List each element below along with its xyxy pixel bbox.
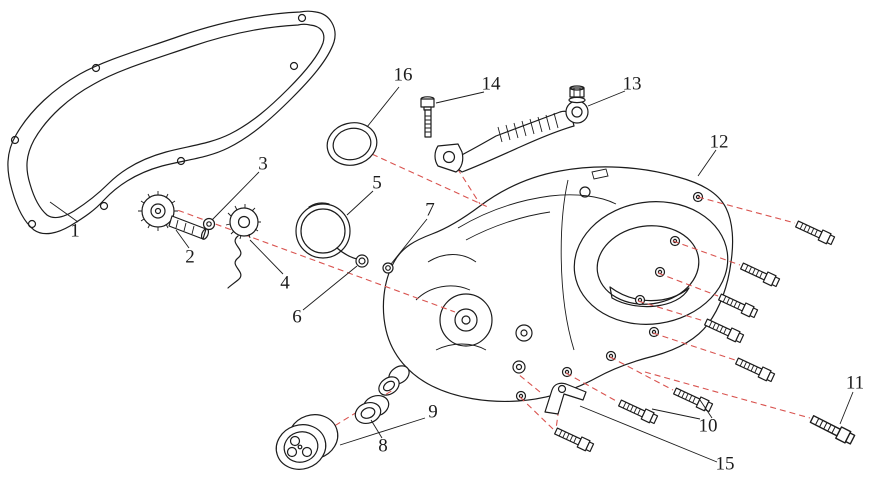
cover-gasket xyxy=(7,10,336,235)
cover-spout xyxy=(378,365,410,396)
callout-leader-lines xyxy=(49,86,854,463)
kickstart-drive-gear xyxy=(138,191,210,240)
cover-bolt-11 xyxy=(808,412,857,446)
part-callout-8: 8 xyxy=(378,435,388,457)
ratchet-gear-spring xyxy=(225,204,261,289)
bracket-15 xyxy=(544,382,587,415)
part-callout-5: 5 xyxy=(372,172,382,194)
part-callout-12: 12 xyxy=(709,131,729,153)
end-cap-9 xyxy=(275,414,339,470)
crankcase-cover xyxy=(378,166,734,402)
part-callout-7: 7 xyxy=(425,199,435,221)
part-callout-9: 9 xyxy=(428,401,438,423)
pinch-bolt-14 xyxy=(420,96,435,138)
part-callout-16: 16 xyxy=(393,64,413,86)
bushing-8 xyxy=(354,395,390,424)
kick-lever xyxy=(434,85,589,173)
part-callout-10: 10 xyxy=(698,415,718,437)
clip-7 xyxy=(382,262,394,274)
return-spring xyxy=(295,202,363,261)
cover-bolt-bosses xyxy=(515,191,704,402)
part-callout-13: 13 xyxy=(622,73,642,95)
part-callout-1: 1 xyxy=(70,220,80,242)
circlip-6 xyxy=(355,254,369,268)
part-callout-15: 15 xyxy=(715,453,735,475)
part-callout-2: 2 xyxy=(185,246,195,268)
part-callout-14: 14 xyxy=(481,73,501,95)
part-callout-4: 4 xyxy=(280,272,290,294)
part-callout-11: 11 xyxy=(845,372,865,394)
part-callout-3: 3 xyxy=(258,153,268,175)
washer-3 xyxy=(202,217,216,231)
part-callout-6: 6 xyxy=(292,306,302,328)
seal-ring xyxy=(326,122,378,166)
